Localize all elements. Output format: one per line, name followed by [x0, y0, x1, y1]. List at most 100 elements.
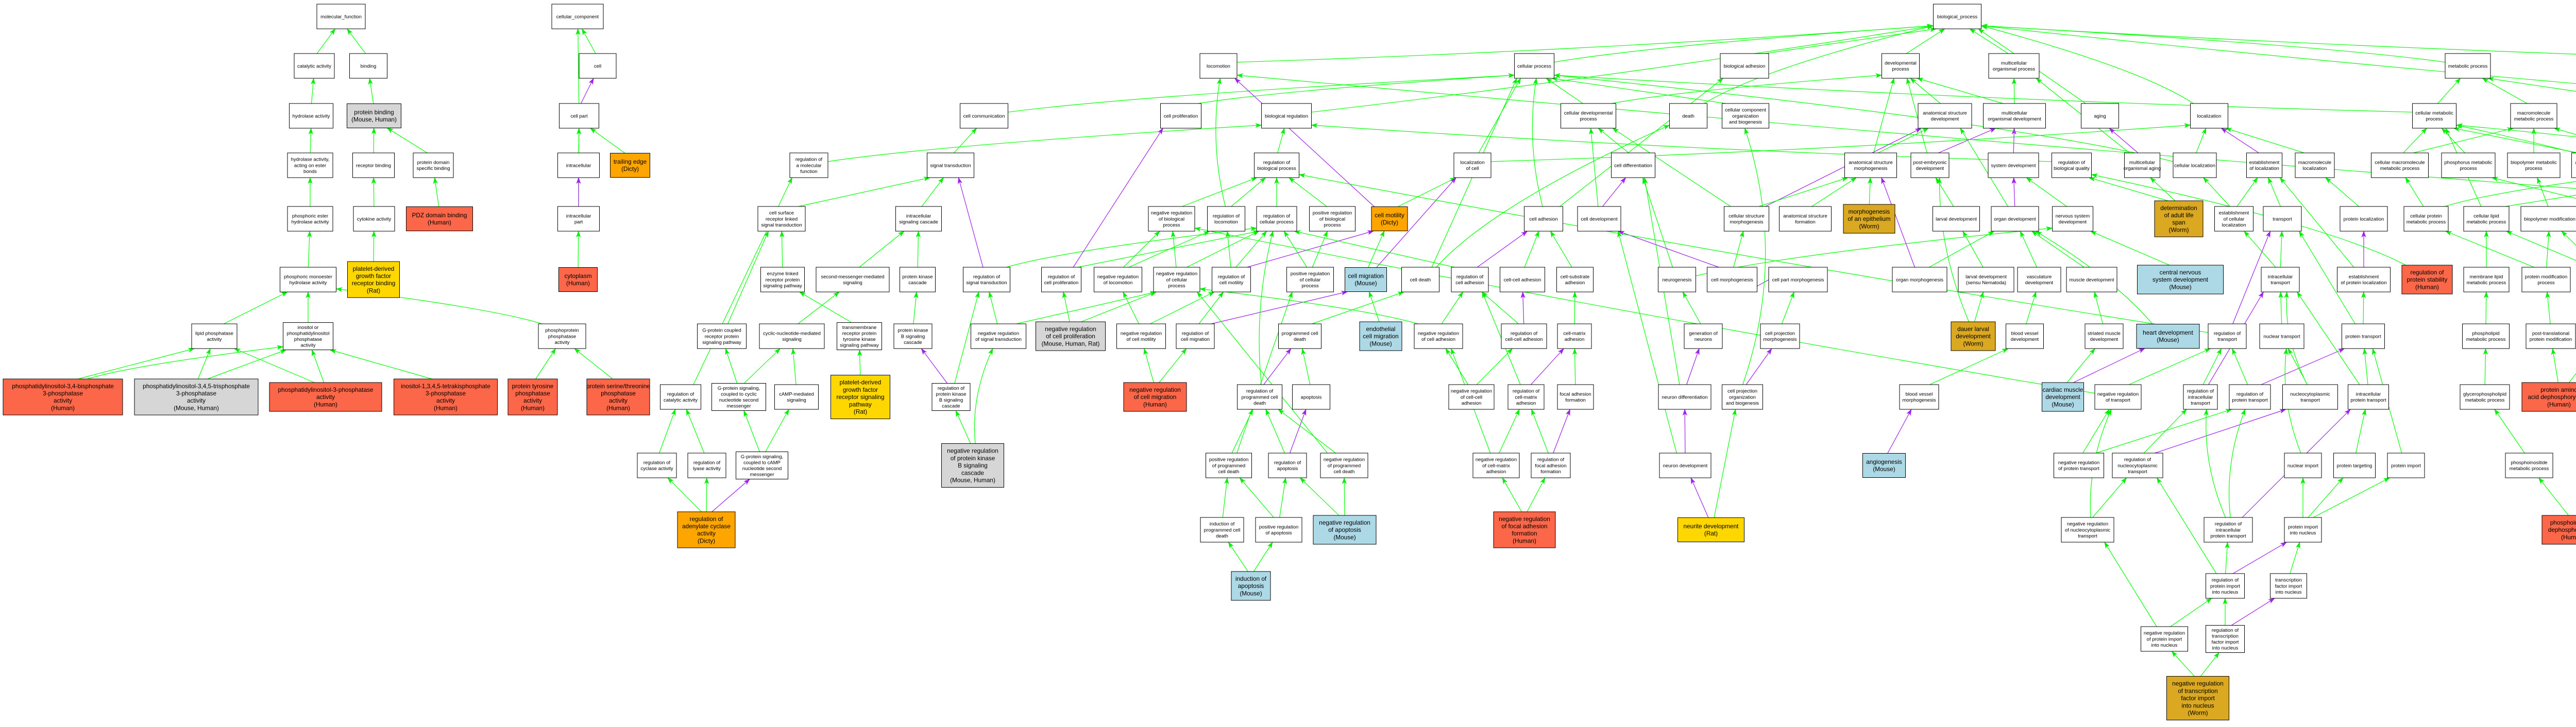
svg-text:cell part: cell part	[570, 113, 588, 119]
svg-text:cell communication: cell communication	[963, 113, 1005, 119]
svg-text:larval development: larval development	[1936, 216, 1977, 222]
svg-text:neuron differentiation: neuron differentiation	[1662, 394, 1707, 400]
svg-text:protein binding(Mouse, Human): protein binding(Mouse, Human)	[351, 109, 397, 123]
svg-text:receptor binding: receptor binding	[356, 163, 391, 168]
svg-text:biological adhesion: biological adhesion	[1724, 63, 1766, 69]
svg-text:cellular process: cellular process	[1517, 63, 1551, 69]
svg-text:cellular localization: cellular localization	[2174, 163, 2215, 168]
svg-text:muscle development: muscle development	[2069, 277, 2114, 283]
svg-text:nuclear import: nuclear import	[2287, 463, 2319, 469]
svg-text:biological regulation: biological regulation	[1265, 113, 1308, 119]
svg-text:cell proliferation: cell proliferation	[1164, 113, 1198, 119]
svg-text:cell development: cell development	[1581, 216, 1618, 222]
svg-text:signal transduction: signal transduction	[930, 163, 971, 168]
svg-text:protein localization: protein localization	[2344, 216, 2384, 222]
svg-text:biopolymer modification: biopolymer modification	[2524, 216, 2575, 222]
svg-text:transport: transport	[2273, 216, 2292, 222]
svg-text:neurogenesis: neurogenesis	[1662, 277, 1691, 283]
svg-text:biological_process: biological_process	[1937, 14, 1977, 20]
svg-text:cell morphogenesis: cell morphogenesis	[1711, 277, 1753, 283]
svg-text:cell death: cell death	[1410, 277, 1431, 283]
svg-text:apoptosis: apoptosis	[1301, 394, 1322, 400]
svg-text:cell part morphogenesis: cell part morphogenesis	[1772, 277, 1824, 283]
svg-text:intracellular: intracellular	[566, 163, 591, 168]
svg-text:aging: aging	[2094, 113, 2106, 119]
svg-text:neuron development: neuron development	[1663, 463, 1708, 469]
svg-text:cytokine activity: cytokine activity	[357, 216, 392, 222]
svg-text:death: death	[1682, 113, 1694, 119]
svg-text:larval development(sensu Nemat: larval development(sensu Nematoda)	[1965, 274, 2007, 286]
svg-text:cytoplasm(Human): cytoplasm(Human)	[564, 272, 591, 287]
svg-text:organ development: organ development	[1994, 216, 2036, 222]
svg-text:localization: localization	[2197, 113, 2222, 119]
svg-text:protein targeting: protein targeting	[2337, 463, 2372, 469]
svg-text:binding: binding	[361, 63, 377, 69]
svg-text:cellular_component: cellular_component	[556, 14, 599, 20]
svg-text:cell adhesion: cell adhesion	[1529, 216, 1557, 222]
svg-text:cell: cell	[594, 63, 601, 69]
svg-text:organ morphogenesis: organ morphogenesis	[1896, 277, 1943, 283]
svg-text:metabolic process: metabolic process	[2448, 63, 2488, 69]
svg-text:catalytic activity: catalytic activity	[297, 63, 331, 69]
svg-text:locomotion: locomotion	[1207, 63, 1230, 69]
svg-text:system development: system development	[1991, 163, 2036, 168]
svg-text:molecular_function: molecular_function	[320, 14, 362, 20]
svg-text:protein transport: protein transport	[2345, 334, 2381, 339]
svg-text:protein import: protein import	[2391, 463, 2421, 469]
svg-text:hydrolase activity: hydrolase activity	[293, 113, 330, 119]
svg-text:nuclear transport: nuclear transport	[2263, 334, 2300, 339]
svg-text:cell-cell adhesion: cell-cell adhesion	[1504, 277, 1541, 283]
